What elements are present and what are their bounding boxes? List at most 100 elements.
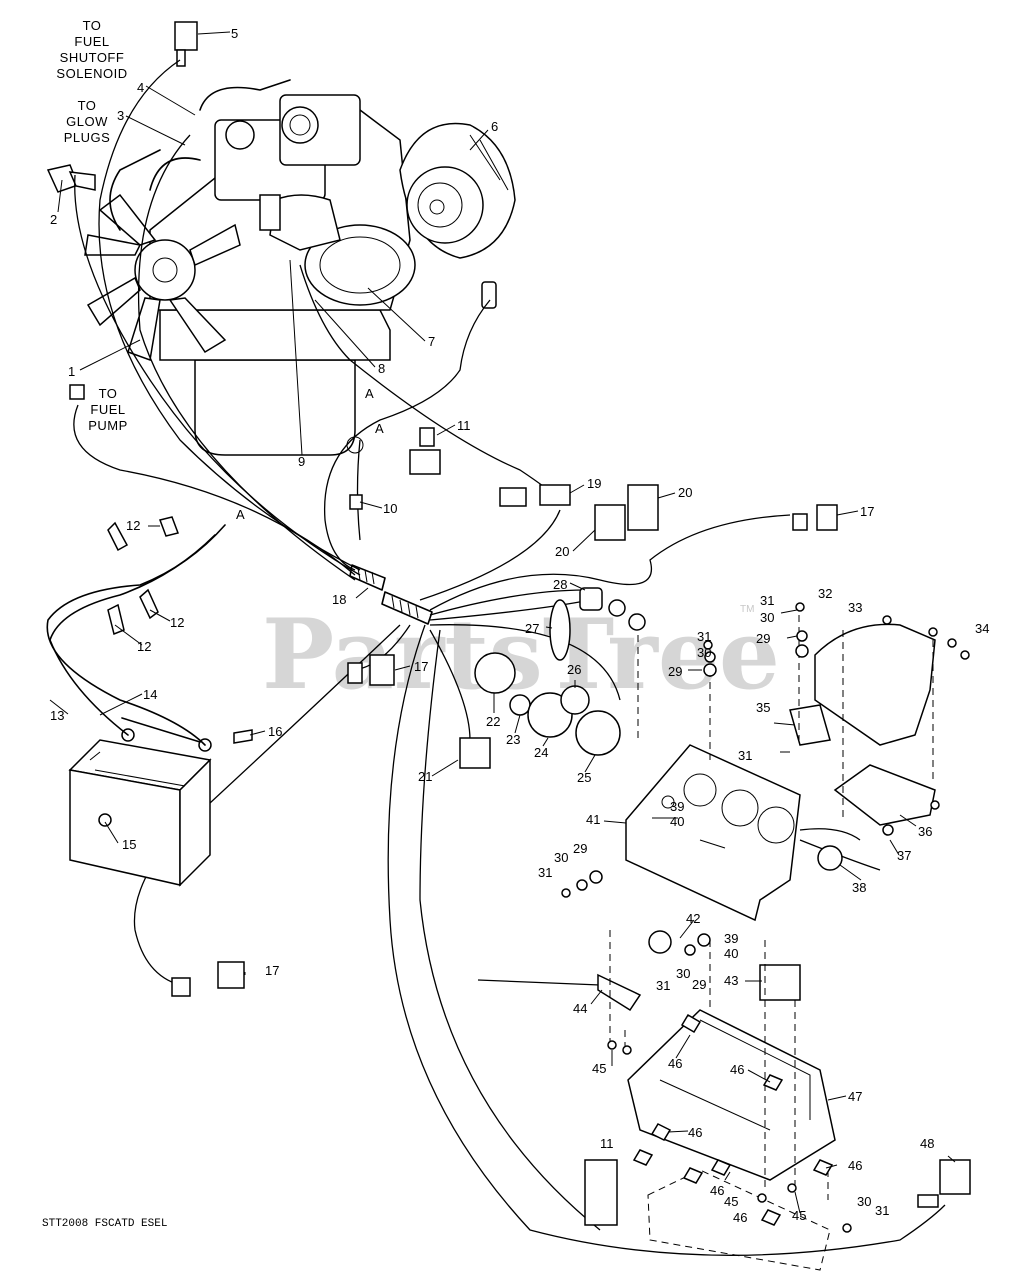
callout-46-e: 46 <box>710 1183 724 1198</box>
callout-40-a: 40 <box>670 814 684 829</box>
callout-31-f: 31 <box>875 1203 889 1218</box>
drawing-id: STT2008 FSCATD ESEL <box>42 1218 167 1230</box>
notes: TO FUEL SHUTOFF SOLENOID TO GLOW PLUGS T… <box>56 18 384 522</box>
engine-accessories <box>46 21 516 309</box>
callout-42: 42 <box>686 911 700 926</box>
callout-3: 3 <box>117 108 124 123</box>
callout-4: 4 <box>137 80 144 95</box>
callout-12-b: 12 <box>170 615 184 630</box>
callout-31-c: 31 <box>738 748 752 763</box>
note-glow-plugs-line-3: PLUGS <box>64 130 111 145</box>
callout-2: 2 <box>50 212 57 227</box>
callout-33: 33 <box>848 600 862 615</box>
callout-16: 16 <box>268 724 282 739</box>
callout-31-e: 31 <box>656 978 670 993</box>
callout-17-a: 17 <box>860 504 874 519</box>
note-fuel-solenoid-line-4: SOLENOID <box>56 66 127 81</box>
callout-15: 15 <box>122 837 136 852</box>
callout-12-a: 12 <box>126 518 140 533</box>
callout-29-a: 29 <box>756 631 770 646</box>
callout-45-b: 45 <box>724 1194 738 1209</box>
ref-mark-a-2: A <box>375 421 384 436</box>
callout-48: 48 <box>920 1136 934 1151</box>
watermark: PartsTree TM <box>262 598 780 711</box>
callout-37: 37 <box>897 848 911 863</box>
callout-36: 36 <box>918 824 932 839</box>
watermark-text: PartsTree <box>262 598 780 711</box>
callout-39-b: 39 <box>724 931 738 946</box>
callout-1: 1 <box>68 364 75 379</box>
dash-panel <box>597 623 936 1271</box>
callout-30-a: 30 <box>760 610 774 625</box>
callout-43: 43 <box>724 973 738 988</box>
callout-22: 22 <box>486 714 500 729</box>
callout-40-b: 40 <box>724 946 738 961</box>
battery-assembly <box>46 516 253 887</box>
callout-5: 5 <box>231 26 238 41</box>
note-fuel-solenoid-line-1: TO <box>83 18 102 33</box>
callout-17-c: 17 <box>265 963 279 978</box>
callout-29-c: 29 <box>573 841 587 856</box>
callout-7: 7 <box>428 334 435 349</box>
callout-20-a: 20 <box>678 485 692 500</box>
switches-and-connectors <box>69 384 971 1226</box>
callout-23: 23 <box>506 732 520 747</box>
callout-28: 28 <box>553 577 567 592</box>
callout-38: 38 <box>852 880 866 895</box>
callout-8: 8 <box>378 361 385 376</box>
leader-lines <box>49 31 956 1214</box>
callout-32: 32 <box>818 586 832 601</box>
callout-30-e: 30 <box>857 1194 871 1209</box>
callout-45-c: 45 <box>792 1208 806 1223</box>
callout-44: 44 <box>573 1001 587 1016</box>
callout-9: 9 <box>298 454 305 469</box>
assembly-lines <box>609 615 934 1200</box>
callout-11-top: 11 <box>457 418 471 433</box>
callout-14: 14 <box>143 687 157 702</box>
callout-12-c: 12 <box>137 639 151 654</box>
callout-46-f: 46 <box>733 1210 747 1225</box>
callout-31-b: 31 <box>697 629 711 644</box>
callout-18: 18 <box>332 592 346 607</box>
note-fuel-pump-line-2: FUEL <box>90 402 125 417</box>
callout-30-b: 30 <box>697 645 711 660</box>
callout-6: 6 <box>491 119 498 134</box>
note-fuel-pump-line-3: PUMP <box>88 418 128 433</box>
callout-10: 10 <box>383 501 397 516</box>
callout-29-d: 29 <box>692 977 706 992</box>
callout-30-d: 30 <box>676 966 690 981</box>
callout-46-a: 46 <box>668 1056 682 1071</box>
callout-46-c: 46 <box>688 1125 702 1140</box>
callout-31-d: 31 <box>538 865 552 880</box>
callout-45-a: 45 <box>592 1061 606 1076</box>
note-fuel-solenoid-line-3: SHUTOFF <box>60 50 125 65</box>
callout-41: 41 <box>586 812 600 827</box>
callout-17-b: 17 <box>414 659 428 674</box>
callout-29-b: 29 <box>668 664 682 679</box>
callout-26: 26 <box>567 662 581 677</box>
callout-46-d: 46 <box>848 1158 862 1173</box>
callout-35: 35 <box>756 700 770 715</box>
callout-47: 47 <box>848 1089 862 1104</box>
callout-21: 21 <box>418 769 432 784</box>
note-fuel-solenoid-line-2: FUEL <box>74 34 109 49</box>
callout-25: 25 <box>577 770 591 785</box>
callout-30-c: 30 <box>554 850 568 865</box>
callout-31-a: 31 <box>760 593 774 608</box>
callouts: 1 2 3 4 5 6 7 8 9 10 11 11 12 12 12 13 1… <box>50 26 989 1225</box>
engine-assembly <box>84 79 416 456</box>
ref-mark-a-3: A <box>236 507 245 522</box>
note-glow-plugs-line-1: TO <box>78 98 97 113</box>
gauges-and-bezels <box>474 587 646 756</box>
note-fuel-pump-line-1: TO <box>99 386 118 401</box>
callout-24: 24 <box>534 745 548 760</box>
callout-46-b: 46 <box>730 1062 744 1077</box>
note-glow-plugs-line-2: GLOW <box>66 114 108 129</box>
callout-20-b: 20 <box>555 544 569 559</box>
callout-39-a: 39 <box>670 799 684 814</box>
watermark-trademark: TM <box>740 604 754 615</box>
callout-27: 27 <box>525 621 539 636</box>
callout-11-bottom: 11 <box>600 1136 614 1151</box>
callout-34: 34 <box>975 621 989 636</box>
